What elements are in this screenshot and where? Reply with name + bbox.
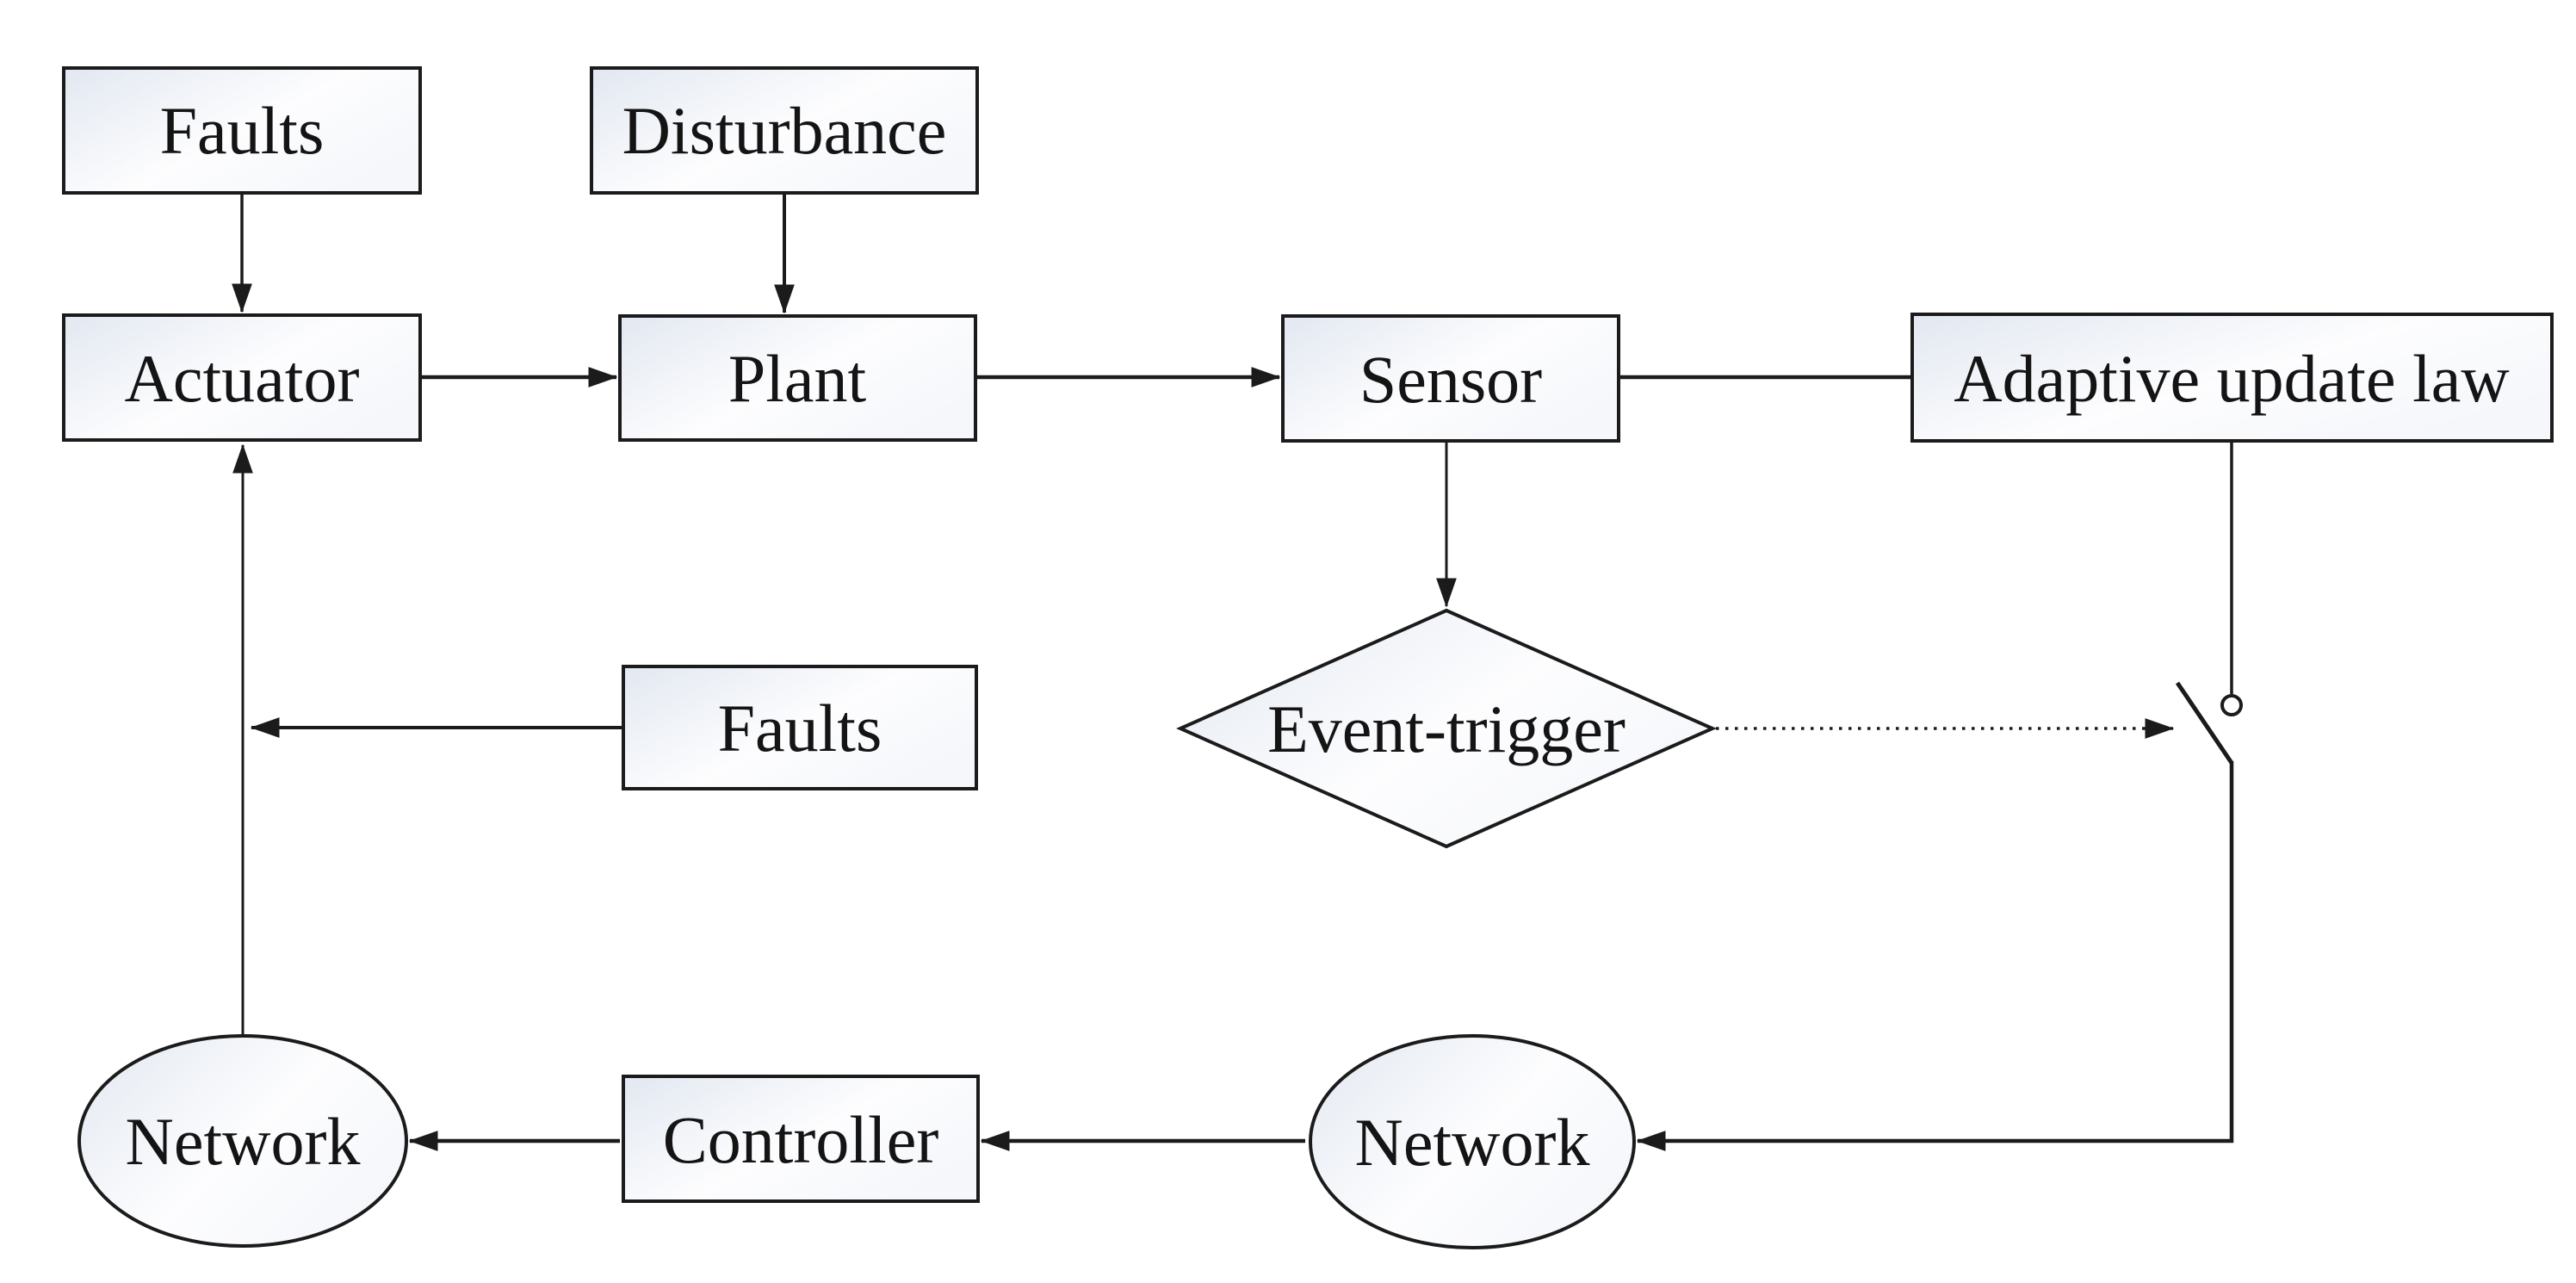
faults-top-box	[62, 66, 422, 195]
node-controller: Controller	[622, 1075, 980, 1203]
network-left-ellipse	[77, 1034, 408, 1248]
node-faults-mid: Faults	[622, 665, 978, 790]
adaptive-update-law-box	[1910, 313, 2554, 443]
edges	[232, 195, 2234, 1151]
node-event-trigger: Event-trigger	[1176, 608, 1717, 849]
controller-box	[622, 1075, 980, 1203]
event-trigger-diamond	[1176, 608, 1717, 849]
plant-box	[618, 314, 977, 442]
node-actuator: Actuator	[62, 313, 422, 442]
network-left-label: Network	[126, 1104, 361, 1179]
node-disturbance: Disturbance	[590, 66, 979, 195]
edge-switch-to-network-right	[1636, 761, 2234, 1151]
node-sensor: Sensor	[1281, 314, 1620, 443]
sensor-label: Sensor	[1359, 342, 1542, 417]
sensor-box	[1281, 314, 1620, 443]
faults-mid-box	[622, 665, 978, 790]
node-network-left: Network	[77, 1034, 408, 1248]
event-trigger-label: Event-trigger	[1267, 691, 1625, 766]
switch-blade	[2175, 681, 2234, 765]
disturbance-label: Disturbance	[622, 93, 947, 168]
actuator-label: Actuator	[125, 341, 360, 416]
switch-symbol	[2175, 681, 2243, 765]
nodes: Faults Disturbance Actuator Plant Sensor…	[62, 66, 2554, 1249]
node-network-right: Network	[1309, 1034, 1636, 1249]
node-plant: Plant	[618, 314, 977, 442]
controller-label: Controller	[663, 1102, 939, 1177]
disturbance-box	[590, 66, 979, 195]
network-right-ellipse	[1309, 1034, 1636, 1249]
adaptive-update-law-label: Adaptive update law	[1954, 341, 2509, 416]
faults-mid-label: Faults	[718, 691, 882, 765]
network-right-label: Network	[1355, 1105, 1590, 1180]
plant-label: Plant	[728, 341, 867, 416]
node-faults-top: Faults	[62, 66, 422, 195]
switch-pivot-circle	[2220, 694, 2243, 716]
actuator-box	[62, 313, 422, 442]
faults-top-label: Faults	[160, 93, 325, 168]
node-adaptive-update-law: Adaptive update law	[1910, 313, 2554, 443]
